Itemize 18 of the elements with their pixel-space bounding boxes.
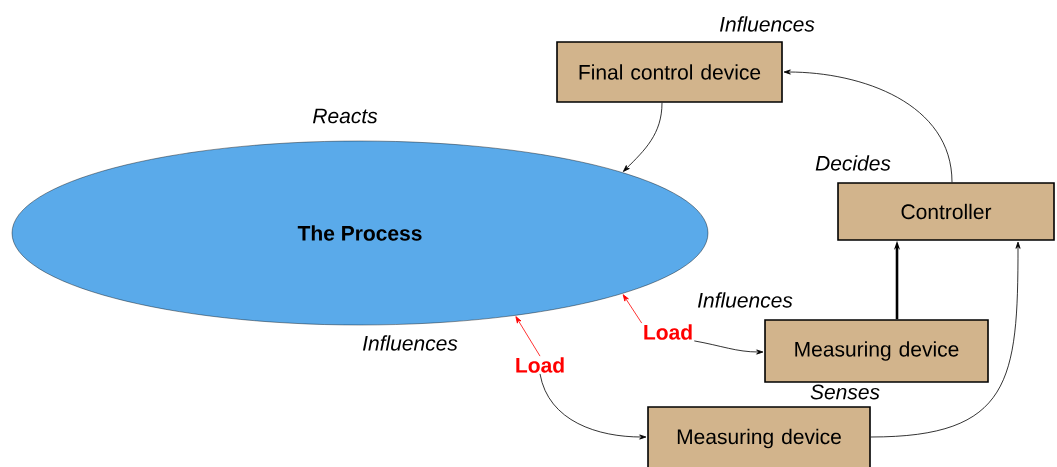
arrow xyxy=(783,69,953,183)
action-label: Influences xyxy=(719,16,815,32)
action-label: Senses xyxy=(810,384,880,400)
arrow xyxy=(870,241,1021,438)
arrow xyxy=(515,316,541,357)
load-label: Load xyxy=(644,324,692,340)
action-label: Influences xyxy=(361,334,459,352)
device-box: Controller xyxy=(837,182,1055,241)
action-label: Decides xyxy=(815,155,891,171)
device-box: Final control device xyxy=(556,41,783,103)
arrow xyxy=(693,340,764,355)
arrow xyxy=(539,373,647,440)
device-box: Measuring device xyxy=(764,319,989,383)
arrow xyxy=(622,294,643,324)
action-label: Reacts xyxy=(312,108,378,124)
load-label: Load xyxy=(516,357,564,373)
device-box: Measuring device xyxy=(647,406,871,467)
arrow xyxy=(622,102,663,172)
